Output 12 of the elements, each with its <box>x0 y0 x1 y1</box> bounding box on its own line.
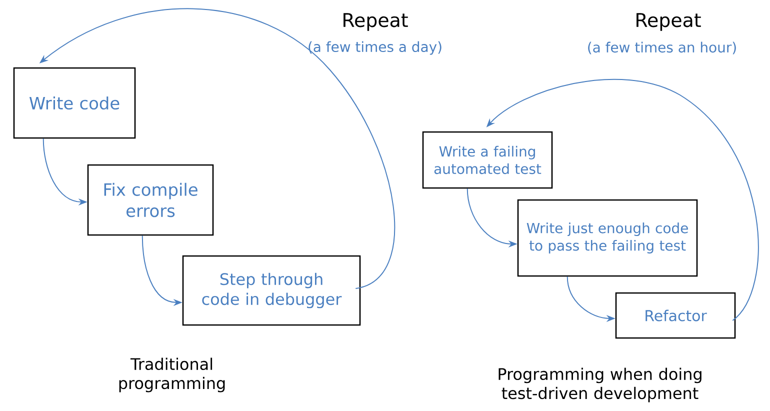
process-box: Refactor <box>615 292 736 339</box>
repeat-label: Repeat <box>344 13 408 31</box>
caption: Programming when doing test-driven development <box>498 368 702 402</box>
repeat-label: Repeat <box>636 13 701 31</box>
caption: Traditional programming <box>119 358 225 392</box>
process-box: Step through code in debugger <box>182 255 361 326</box>
frequency-note: (a few times a day) <box>308 41 442 55</box>
frequency-note: (a few times an hour) <box>588 42 736 54</box>
process-box: Write a failing automated test <box>422 131 553 189</box>
process-box: Write just enough code to pass the failing test <box>517 199 698 277</box>
process-box: Write code <box>13 67 136 139</box>
process-box: Fix compile errors <box>87 164 214 236</box>
